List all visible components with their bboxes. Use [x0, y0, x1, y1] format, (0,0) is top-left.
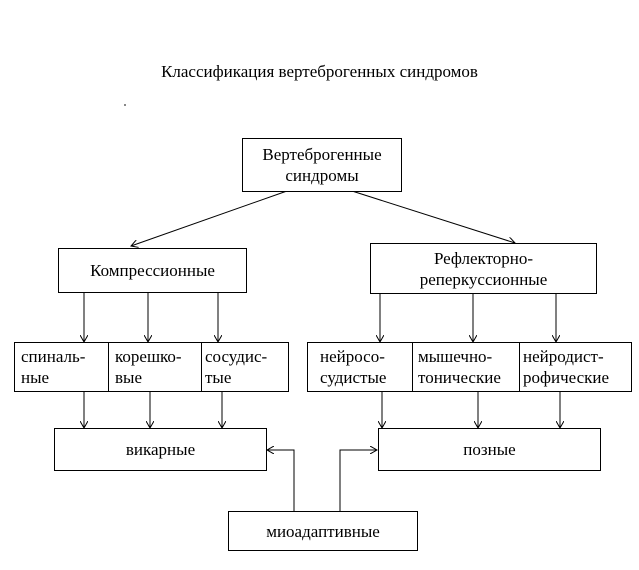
- reflex-types-row: нейросо-судистые мышечно-тонические нейр…: [307, 342, 632, 392]
- vascular-line2: тые: [205, 368, 232, 387]
- spinal-cell: спиналь-ные: [15, 343, 108, 391]
- compression-box: Компрессионные: [58, 248, 247, 293]
- postural-label: позные: [463, 440, 516, 459]
- arrow-root-to-compression: [131, 190, 288, 246]
- vascular-line1: сосудис-: [205, 347, 268, 366]
- neurovascular-cell: нейросо-судистые: [308, 343, 412, 391]
- neurovascular-line2: судистые: [320, 368, 387, 387]
- radicular-line1: корешко-: [115, 347, 182, 366]
- vascular-cell: сосудис-тые: [201, 343, 288, 391]
- neurodystrophic-line1: нейродист-: [523, 347, 604, 366]
- muscular-line1: мышечно-: [418, 347, 493, 366]
- root-box: Вертеброгенные синдромы: [242, 138, 402, 192]
- stray-dot: [124, 104, 126, 106]
- neurodystrophic-cell: нейродист-рофические: [519, 343, 631, 391]
- spinal-line2: ные: [21, 368, 50, 387]
- myoadaptive-box: миоадаптивные: [228, 511, 418, 551]
- spinal-line1: спиналь-: [21, 347, 86, 366]
- muscular-tonic-cell: мышечно-тонические: [412, 343, 519, 391]
- vicar-label: викарные: [125, 440, 196, 459]
- muscular-line2: тонические: [418, 368, 501, 387]
- postural-box: позные: [378, 428, 601, 471]
- root-line2: синдромы: [285, 166, 359, 185]
- neurodystrophic-line2: рофические: [523, 368, 610, 387]
- root-line1: Вертеброгенные: [262, 145, 382, 164]
- reflex-line1: Рефлекторно-: [433, 248, 534, 268]
- compression-types-row: спиналь-ные корешко-вые сосудис-тые: [14, 342, 289, 392]
- reflex-line2: реперкуссионные: [419, 269, 548, 289]
- myoadaptive-label: миоадаптивные: [266, 521, 380, 541]
- arrow-myoadaptive-postural: [339, 450, 377, 511]
- radicular-cell: корешко-вые: [108, 343, 201, 391]
- reflex-box: Рефлекторно-реперкуссионные: [370, 243, 597, 294]
- diagram-title: Классификация вертеброгенных синдромов: [161, 62, 478, 81]
- arrow-myoadaptive-vicar: [267, 450, 295, 511]
- compression-label: Компрессионные: [90, 261, 215, 280]
- neurovascular-line1: нейросо-: [320, 347, 385, 366]
- arrow-root-to-reflex: [351, 190, 515, 243]
- vicar-box: викарные: [54, 428, 267, 471]
- radicular-line2: вые: [115, 368, 142, 387]
